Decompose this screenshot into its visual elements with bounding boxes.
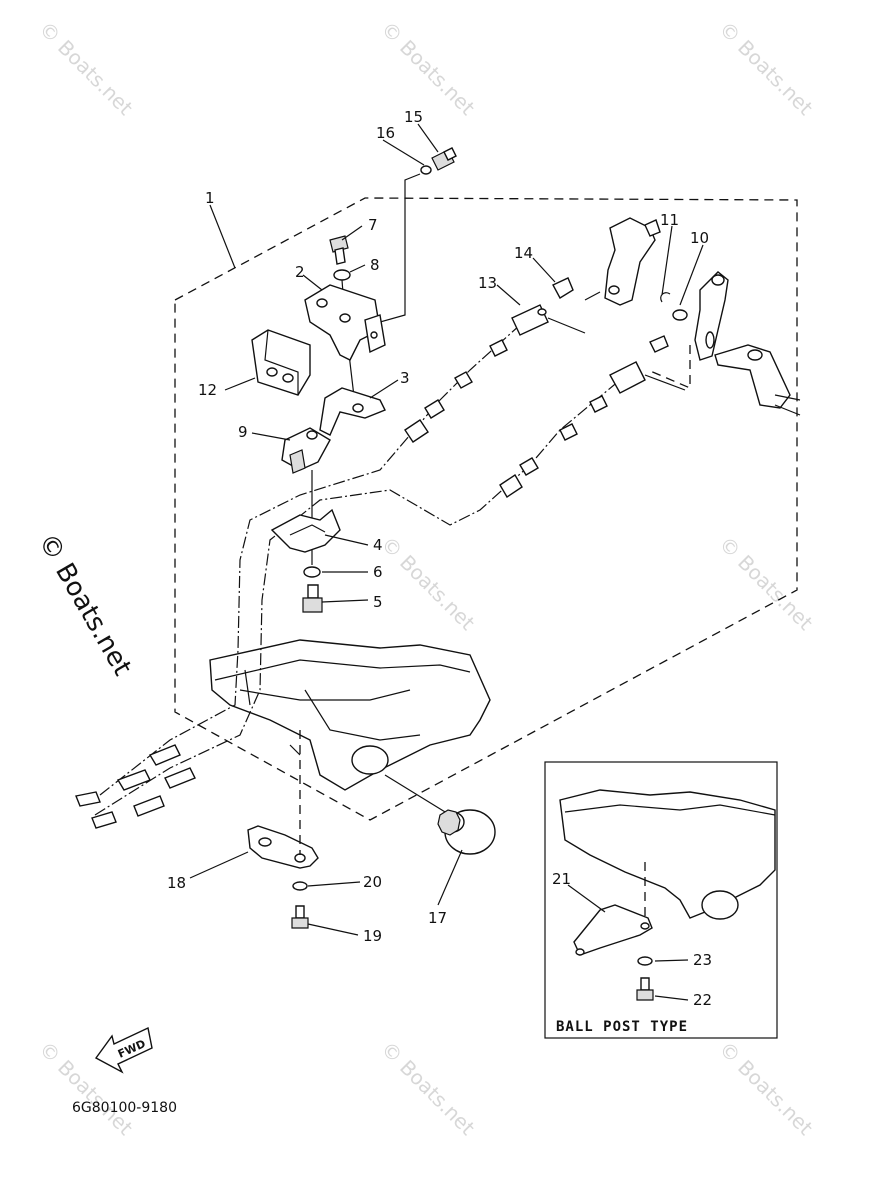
callout-3: 3	[400, 369, 410, 387]
callout-15: 15	[404, 108, 423, 126]
inset-ball-post-type: 21 22 23 BALL POST TYPE	[544, 761, 778, 1039]
callout-19: 19	[363, 927, 382, 945]
callout-22: 22	[693, 991, 712, 1009]
callout-2: 2	[295, 263, 305, 281]
lever-10	[647, 271, 801, 416]
callout-6: 6	[373, 563, 383, 581]
callout-7: 7	[368, 216, 378, 234]
washer-6	[303, 566, 321, 578]
watermark-top-center: © Boats.net	[376, 17, 479, 120]
fwd-arrow-icon: FWD	[94, 1026, 153, 1074]
callout-14: 14	[514, 244, 533, 262]
inset-frame	[544, 761, 778, 1039]
watermark-top-right: © Boats.net	[714, 17, 817, 120]
engine-housing	[209, 639, 491, 791]
watermark-mid-center: © Boats.net	[376, 532, 479, 635]
callout-10: 10	[690, 229, 709, 247]
bolt-15	[431, 147, 457, 171]
plate-3	[319, 387, 386, 436]
assembly-boundary	[174, 197, 798, 821]
washer-8	[333, 269, 351, 281]
callout-17: 17	[428, 909, 447, 927]
watermark-side: © Boats.net	[32, 529, 137, 681]
joint-13	[511, 304, 549, 336]
screw-7	[329, 235, 349, 265]
bracket-2	[304, 284, 386, 361]
callouts: 1 2 3 4 5 6 7 8 9 10 11 12 13 14 15 16 1…	[167, 108, 709, 945]
callout-18: 18	[167, 874, 186, 892]
cables	[75, 324, 621, 829]
watermark-mid-right: © Boats.net	[714, 532, 817, 635]
washer-20	[292, 881, 308, 891]
joint-lower	[609, 335, 686, 394]
callout-20: 20	[363, 873, 382, 891]
throttle-bracket	[584, 217, 661, 306]
grommet-17	[384, 774, 496, 855]
callout-12: 12	[198, 381, 217, 399]
callout-23: 23	[693, 951, 712, 969]
clip-14	[547, 277, 586, 334]
bolt-5	[302, 584, 323, 613]
clamp-4	[270, 508, 341, 553]
callout-11: 11	[660, 211, 679, 229]
callout-21: 21	[552, 870, 571, 888]
watermark-top-left: © Boats.net	[34, 17, 137, 120]
watermarks: © Boats.net © Boats.net © Boats.net © Bo…	[32, 17, 818, 1140]
clamp-9	[281, 427, 331, 474]
leader-lines	[189, 123, 704, 936]
callout-13: 13	[478, 274, 497, 292]
inset-label: BALL POST TYPE	[556, 1019, 688, 1035]
watermark-bottom-right: © Boats.net	[714, 1037, 817, 1140]
bolt-19	[291, 905, 309, 929]
callout-4: 4	[373, 536, 383, 554]
callout-16: 16	[376, 124, 395, 142]
callout-9: 9	[238, 423, 248, 441]
callout-5: 5	[373, 593, 383, 611]
bolt-15-guideline	[379, 173, 421, 323]
plate-18	[247, 730, 319, 869]
watermark-bottom-center: © Boats.net	[376, 1037, 479, 1140]
pad-12	[251, 329, 311, 396]
callout-8: 8	[370, 256, 380, 274]
washer-16	[420, 165, 432, 175]
drawing-code: 6G80100-9180	[72, 1100, 177, 1116]
callout-1: 1	[205, 189, 215, 207]
